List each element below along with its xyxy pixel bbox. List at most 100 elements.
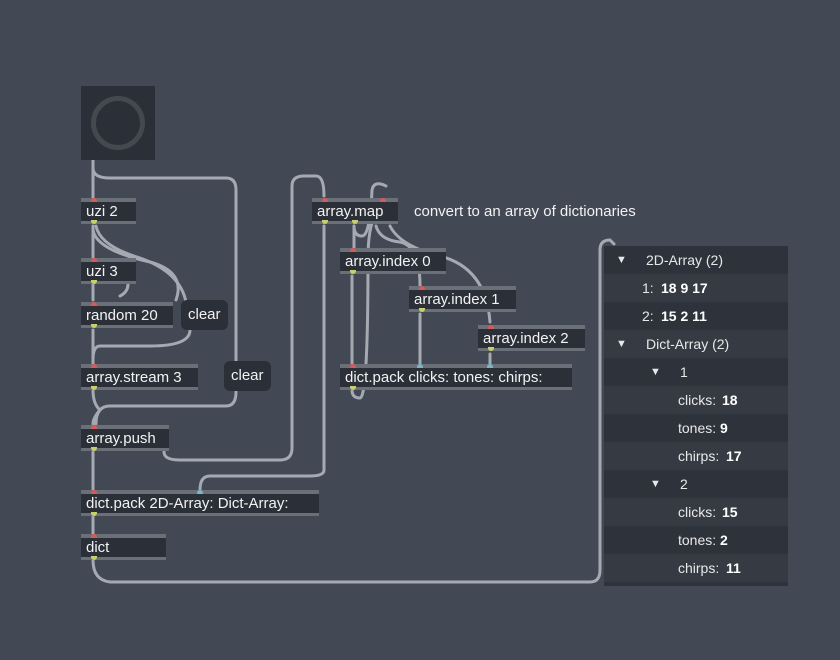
object-outlet-bar [478, 348, 585, 351]
object-array-push[interactable]: array.push [81, 425, 169, 451]
dict-row: tones: 9 [604, 414, 788, 442]
object-dict-pack-main[interactable]: dict.pack 2D-Array: Dict-Array: [81, 490, 319, 516]
dict-subsection-2[interactable]: ▼ 2 [604, 470, 788, 498]
object-array-index-0[interactable]: array.index 0 [340, 248, 446, 274]
dict-row: 2: 15 2 11 [604, 302, 788, 330]
outlet-port[interactable] [91, 512, 97, 516]
object-inlet-bar [81, 534, 166, 538]
inlet-port[interactable] [91, 490, 97, 494]
dict-section-dict-array[interactable]: ▼ Dict-Array (2) [604, 330, 788, 358]
dict-key-label: 2D-Array (2) [646, 252, 724, 268]
outlet-port[interactable] [91, 447, 97, 451]
object-inlet-bar [409, 286, 516, 290]
dict-value: 2 [720, 532, 728, 548]
object-inlet-bar [81, 425, 169, 429]
object-label: dict [86, 539, 110, 556]
dict-view[interactable]: ▼ 2D-Array (2) 1: 18 9 17 2: 15 2 11 ▼ D… [604, 246, 788, 586]
outlet-port-2[interactable] [352, 220, 358, 224]
clear-message-1[interactable]: clear [181, 300, 228, 330]
dict-value: 15 [722, 504, 738, 520]
outlet-port[interactable] [350, 270, 356, 274]
object-inlet-bar [312, 198, 398, 202]
outlet-port[interactable] [419, 308, 425, 312]
inlet-port-3[interactable] [487, 364, 493, 368]
inlet-port[interactable] [91, 302, 97, 306]
disclosure-triangle-icon[interactable]: ▼ [616, 254, 627, 266]
dict-key-label: Dict-Array (2) [646, 336, 730, 352]
inlet-port[interactable] [91, 198, 97, 202]
dict-value: 11 [726, 560, 741, 576]
dict-key: 2: [642, 308, 654, 324]
inlet-port-2[interactable] [197, 490, 203, 494]
object-array-stream[interactable]: array.stream 3 [81, 364, 198, 390]
object-inlet-bar [81, 198, 136, 202]
object-outlet-bar [340, 387, 572, 390]
dict-value: 18 [722, 392, 738, 408]
object-uzi-3[interactable]: uzi 3 [81, 258, 136, 284]
object-random-20[interactable]: random 20 [81, 302, 173, 328]
object-array-index-1[interactable]: array.index 1 [409, 286, 516, 312]
object-outlet-bar [81, 325, 173, 328]
object-label: array.push [86, 430, 156, 447]
inlet-port[interactable] [488, 325, 494, 329]
inlet-port-2[interactable] [380, 198, 386, 202]
object-inlet-bar [340, 364, 572, 368]
comment-convert: convert to an array of dictionaries [414, 203, 636, 220]
object-outlet-bar [340, 271, 446, 274]
clear-message-2[interactable]: clear [224, 361, 271, 391]
object-label: random 20 [86, 307, 158, 324]
dict-key: chirps: [678, 560, 720, 576]
dict-value: 15 2 11 [661, 308, 707, 324]
inlet-port[interactable] [91, 534, 97, 538]
object-array-index-2[interactable]: array.index 2 [478, 325, 585, 351]
object-inlet-bar [81, 258, 136, 262]
object-array-map[interactable]: array.map [312, 198, 398, 224]
inlet-port[interactable] [91, 258, 97, 262]
object-dict-pack-sub[interactable]: dict.pack clicks: tones: chirps: [340, 364, 572, 390]
dict-key: tones: [678, 532, 717, 548]
disclosure-triangle-icon[interactable]: ▼ [650, 478, 661, 490]
inlet-port[interactable] [322, 198, 328, 202]
dict-key-label: 2 [680, 476, 688, 492]
dict-section-2d-array[interactable]: ▼ 2D-Array (2) [604, 246, 788, 274]
inlet-port-2[interactable] [417, 364, 423, 368]
inlet-port[interactable] [350, 364, 356, 368]
bang-ring-icon [91, 96, 145, 150]
object-outlet-bar [81, 448, 169, 451]
inlet-port[interactable] [91, 364, 97, 368]
dict-row: clicks: 15 [604, 498, 788, 526]
outlet-port[interactable] [322, 220, 328, 224]
dict-value: 17 [726, 448, 742, 464]
object-inlet-bar [81, 364, 198, 368]
inlet-port[interactable] [350, 248, 356, 252]
dict-row: chirps: 17 [604, 442, 788, 470]
inlet-port[interactable] [419, 286, 425, 290]
dict-value: 18 9 17 [661, 280, 708, 296]
outlet-port[interactable] [91, 280, 97, 284]
object-label: dict.pack 2D-Array: Dict-Array: [86, 495, 289, 512]
outlet-port[interactable] [91, 324, 97, 328]
dict-subsection-1[interactable]: ▼ 1 [604, 358, 788, 386]
object-label: array.index 2 [483, 330, 569, 347]
outlet-port[interactable] [91, 220, 97, 224]
object-outlet-bar [81, 281, 136, 284]
object-dict[interactable]: dict [81, 534, 166, 560]
object-inlet-bar [478, 325, 585, 329]
dict-row: clicks: 18 [604, 386, 788, 414]
disclosure-triangle-icon[interactable]: ▼ [616, 338, 627, 350]
inlet-port[interactable] [91, 425, 97, 429]
object-uzi-2[interactable]: uzi 2 [81, 198, 136, 224]
outlet-port[interactable] [488, 347, 494, 351]
outlet-port[interactable] [91, 386, 97, 390]
outlet-port[interactable] [91, 556, 97, 560]
dict-row: 1: 18 9 17 [604, 274, 788, 302]
object-label: uzi 2 [86, 203, 118, 220]
dict-value: 9 [720, 420, 728, 436]
object-label: uzi 3 [86, 263, 118, 280]
dict-key: clicks: [678, 392, 717, 408]
outlet-port[interactable] [350, 386, 356, 390]
disclosure-triangle-icon[interactable]: ▼ [650, 366, 661, 378]
object-label: dict.pack clicks: tones: chirps: [345, 369, 543, 386]
dict-key: tones: [678, 420, 717, 436]
bang-button[interactable] [81, 86, 155, 160]
